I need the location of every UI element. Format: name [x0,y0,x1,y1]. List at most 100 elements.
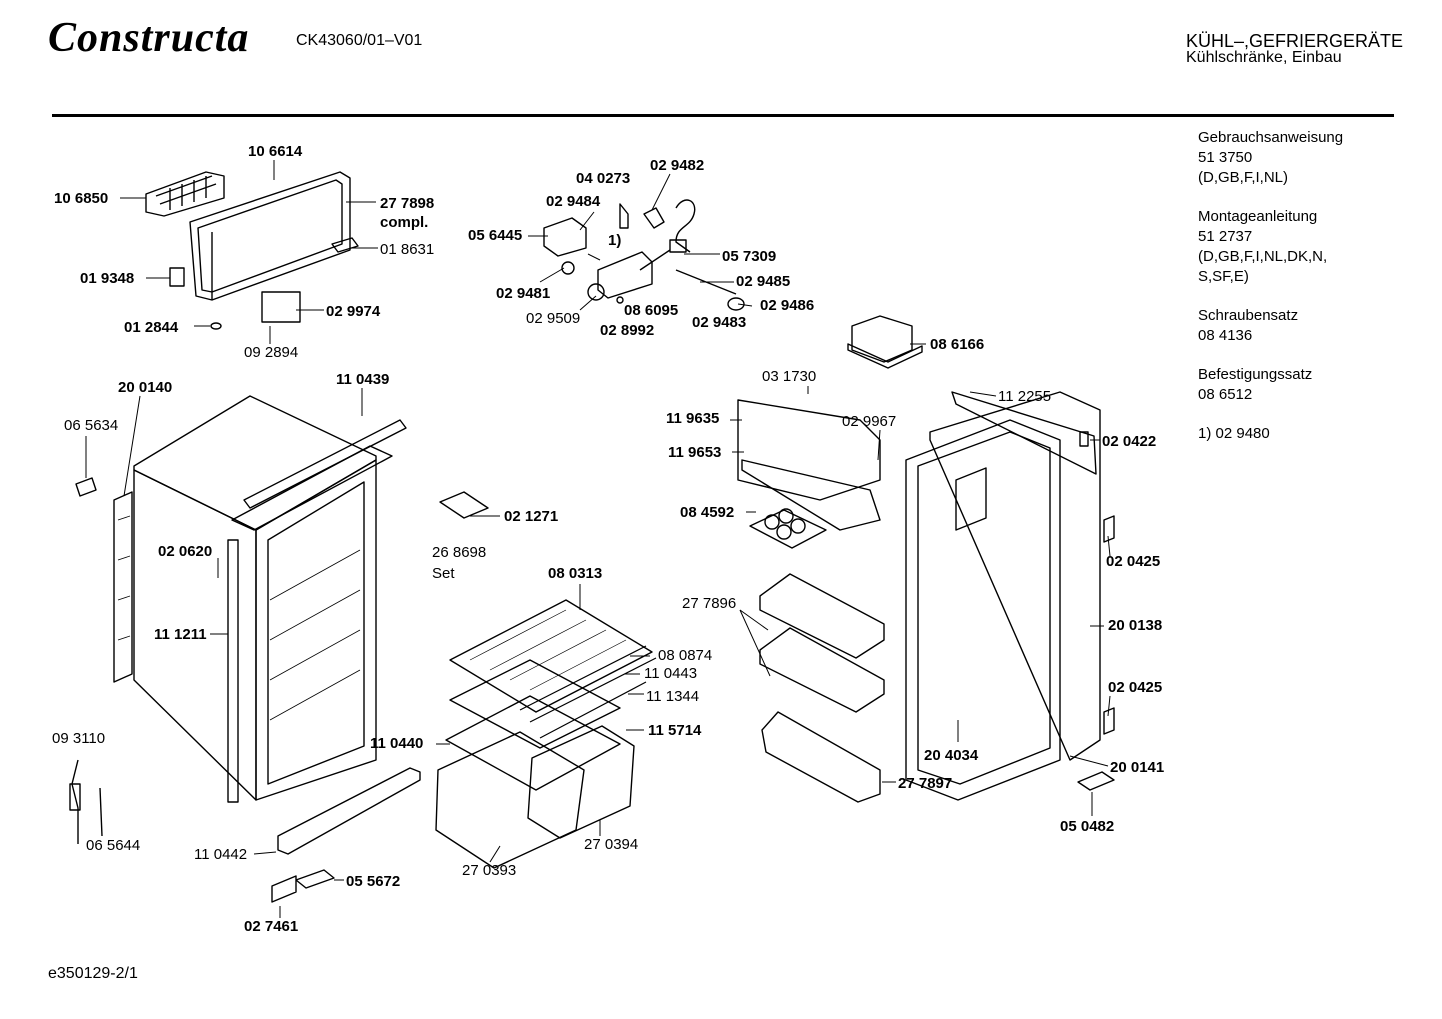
part-label: 01 8631 [380,241,435,258]
doc-user-manual: Gebrauchsanweisung 51 3750 (D,GB,F,I,NL) [1198,128,1343,188]
part-label: 11 1211 [154,626,207,643]
part-label: 27 7896 [682,595,737,612]
part-label: 04 0273 [576,170,631,187]
bracket-018631-drawing [331,237,359,253]
bottom-rail-drawing [277,767,421,855]
cap-012844-drawing [210,322,222,330]
part-label: 11 0439 [336,371,390,388]
part-label: 08 0874 [658,647,713,664]
part-label: 05 7309 [722,248,777,265]
doc-line: 08 4136 [1198,327,1253,344]
part-label: 02 0425 [1108,679,1163,696]
clip-065634-drawing [75,477,97,497]
hinge-020425-top-drawing [1103,515,1115,543]
hinge-small-drawing [169,267,185,287]
part-label: 02 9481 [496,285,551,302]
part-label: 05 5672 [346,873,401,890]
part-label: 08 4592 [680,504,735,521]
part-label: 08 6166 [930,336,985,353]
cabinet-body-drawing [113,395,407,803]
doc-title: Befestigungssatz [1198,366,1313,383]
part-label: 20 0141 [1110,759,1165,776]
part-label: 11 1344 [646,688,700,705]
part-label: 20 0138 [1108,617,1163,634]
door-drawing [905,391,1101,801]
category-title: KÜHL–,GEFRIERGERÄTE [1186,31,1404,51]
part-label: 02 8992 [600,322,655,339]
doc-line: (D,GB,F,I,NL) [1198,169,1289,186]
doc-line: (D,GB,F,I,NL,DK,N, [1198,248,1328,265]
part-label: 03 1730 [762,368,817,385]
freezer-door-drawing [189,171,351,323]
part-label: 11 0440 [370,735,424,752]
part-label: 02 0422 [1102,433,1157,450]
brand-logo: Constructa [48,15,250,61]
part-label: 06 5644 [86,837,141,854]
hinge-020425-bottom-drawing [1103,707,1115,735]
part-label: 11 9653 [668,444,722,461]
documents-sidebar: Gebrauchsanweisung 51 3750 (D,GB,F,I,NL)… [1198,128,1343,463]
category-subtitle: Kühlschränke, Einbau [1186,49,1342,66]
thermostat-parts-drawing [543,199,745,311]
part-label: 11 0442 [194,846,248,863]
part-label: 11 5714 [648,722,702,739]
part-label: 02 0620 [158,543,213,560]
clip-055672-drawing [271,869,335,903]
egg-tray-drawing [749,508,827,549]
doc-line: 51 2737 [1198,228,1253,245]
part-label: 27 0394 [584,836,639,853]
part-label: 11 0443 [644,665,698,682]
part-label: 01 9348 [80,270,135,287]
small-box-drawing [847,315,923,369]
ice-tray-drawing [145,171,225,217]
part-label: 05 0482 [1060,818,1115,835]
part-label: 08 6095 [624,302,679,319]
doc-line: S,SF,E) [1198,268,1249,285]
doc-line: 08 6512 [1198,386,1253,403]
doc-fixing-set: Befestigungssatz 08 6512 [1198,365,1343,405]
glass-shelves-drawing [445,599,657,791]
part-label: 02 9484 [546,193,601,210]
part-label: 10 6850 [54,190,109,207]
part-label: 20 0140 [118,379,173,396]
part-label: 09 2894 [244,344,299,361]
part-label: 11 2255 [998,388,1052,405]
part-label: 02 7461 [244,918,299,935]
part-label: 02 9485 [736,273,791,290]
sensor-drawing [69,759,103,844]
doc-line: 51 3750 [1198,149,1253,166]
part-label: 05 6445 [468,227,523,244]
doc-installation-guide: Montageanleitung 51 2737 (D,GB,F,I,NL,DK… [1198,207,1343,287]
part-label: 02 0425 [1106,553,1161,570]
doc-title: Gebrauchsanweisung [1198,129,1344,146]
screw-020422-drawing [1079,431,1089,447]
part-label: 02 9486 [760,297,815,314]
doc-title: Schraubensatz [1198,307,1299,324]
part-label: 02 9482 [650,157,705,174]
vegetable-drawers-drawing [435,725,635,869]
part-label: 26 8698 [432,544,487,561]
drawing-code: e350129-2/1 [48,965,138,982]
part-label: Set [432,565,455,582]
header-divider [52,114,1394,117]
part-label: 02 9967 [842,413,897,430]
part-label: 27 7897 [898,775,953,792]
part-label: 02 9483 [692,314,747,331]
doc-title: Montageanleitung [1198,208,1318,225]
door-shelves-drawing [737,399,885,803]
part-label: 02 1271 [504,508,559,525]
model-number: CK43060/01–V01 [296,32,423,49]
doc-footnote: 1) 02 9480 [1198,424,1343,444]
bracket-050482-drawing [1077,771,1115,791]
part-label: 27 0393 [462,862,517,879]
part-label: 27 7898 [380,195,435,212]
doc-screw-set: Schraubensatz 08 4136 [1198,306,1343,346]
part-label: compl. [380,214,429,231]
part-label: 09 3110 [52,730,106,747]
hinge-set-drawing [439,491,489,519]
part-label: 06 5634 [64,417,119,434]
part-label: 20 4034 [924,747,979,764]
part-label: 11 9635 [666,410,720,427]
leader-lines [85,160,1111,918]
